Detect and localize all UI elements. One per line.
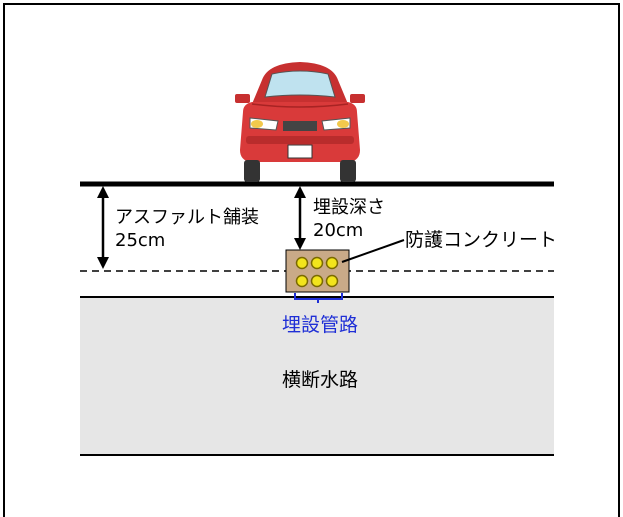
buried-pipes (295, 256, 339, 288)
pipe-circle (295, 256, 309, 270)
pipe-circle (295, 274, 309, 288)
buried-pipe-label: 埋設管路 (282, 314, 358, 336)
burial-depth-label: 埋設深さ (313, 197, 385, 218)
asphalt-label: アスファルト舗装 (115, 207, 259, 228)
pipe-brace (294, 293, 343, 303)
car-icon (235, 62, 365, 182)
pipe-circle (325, 274, 339, 288)
culvert-area (80, 297, 554, 455)
protective-concrete-label: 防護コンクリート (405, 229, 557, 251)
asphalt-depth-arrow (97, 186, 109, 269)
burial-depth-value-label: 20cm (313, 220, 363, 241)
pipe-circle (310, 274, 324, 288)
concrete-pointer-line (341, 239, 405, 263)
pipe-circle (325, 256, 339, 270)
asphalt-depth-label: 25cm (115, 230, 165, 251)
diagram-frame (3, 3, 620, 517)
burial-depth-arrow (294, 186, 306, 250)
pipe-circle (310, 256, 324, 270)
culvert-label: 横断水路 (282, 369, 358, 391)
